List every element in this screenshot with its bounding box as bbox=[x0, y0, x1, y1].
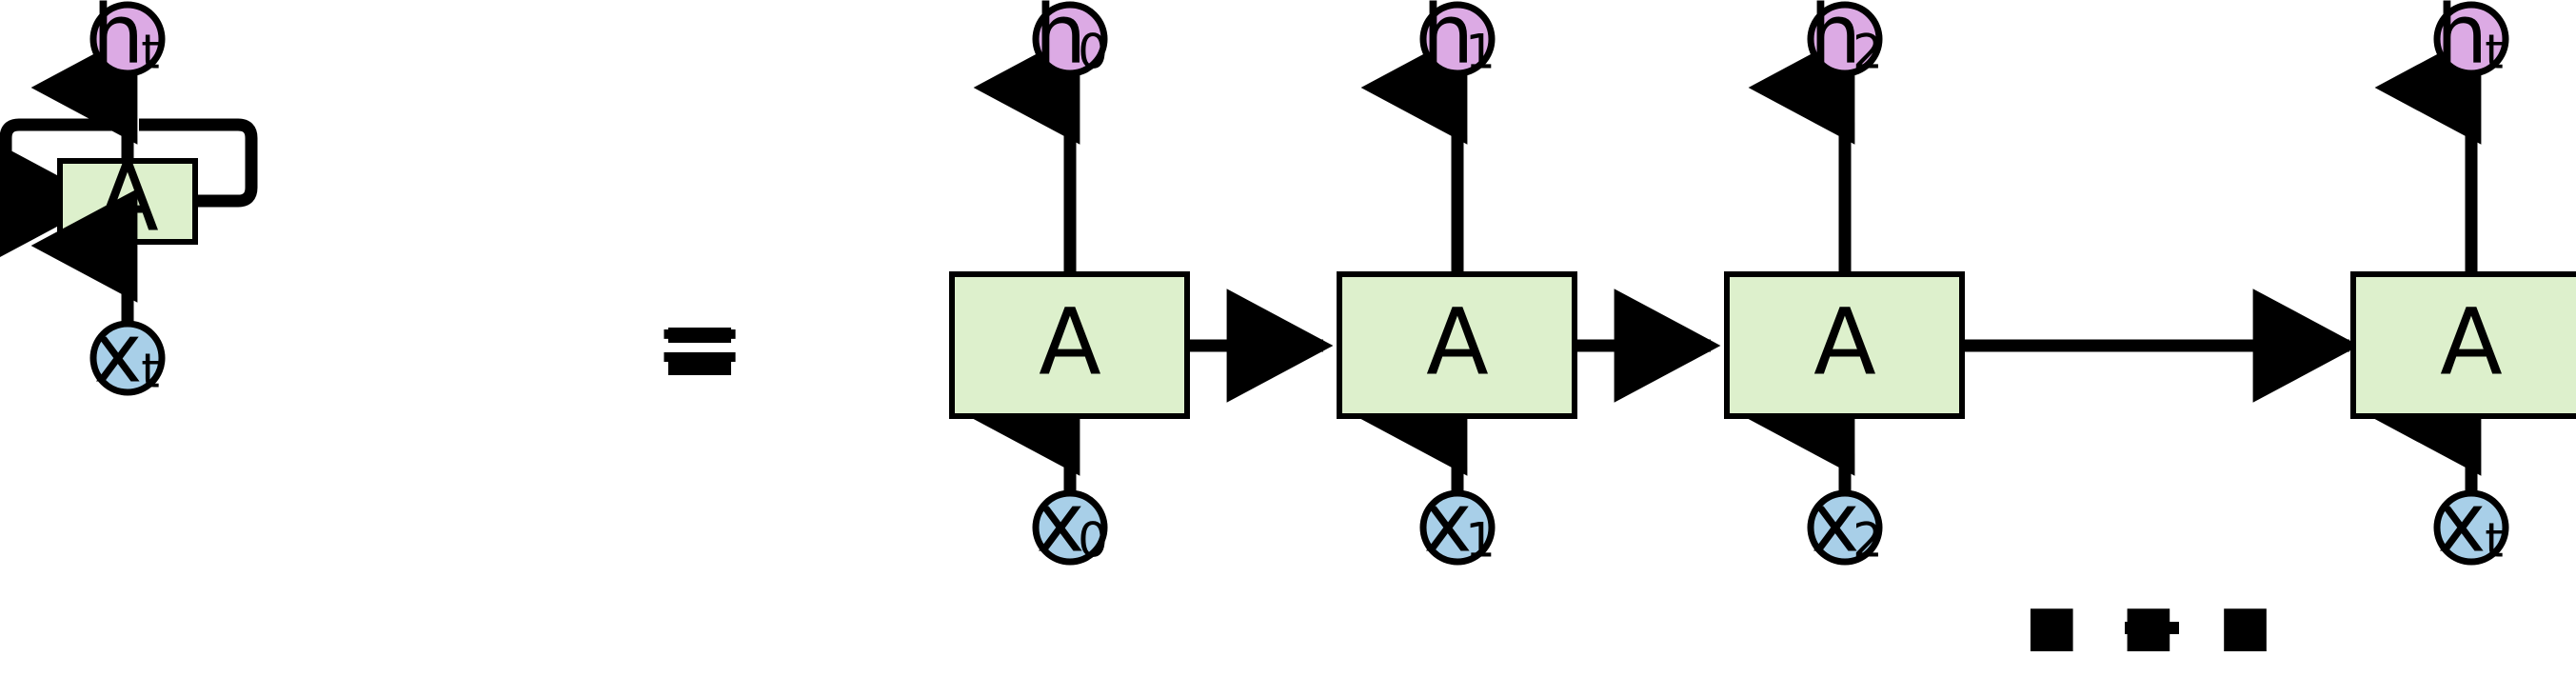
folded-input-label: x bbox=[94, 306, 143, 401]
folded-rnn-group: A h t x t bbox=[0, 0, 258, 401]
step-2-hidden-label: h bbox=[1810, 0, 1862, 82]
folded-cell-label: A bbox=[96, 145, 159, 251]
step-1-hidden-circle bbox=[1419, 1, 1496, 77]
ellipsis-dot-1 bbox=[2125, 622, 2137, 634]
folded-input-circle bbox=[89, 320, 166, 396]
unrolled-step-1: A h 1 x 1 bbox=[1337, 0, 1577, 570]
step-1-input-circle bbox=[1419, 489, 1496, 566]
step-2-cell-box bbox=[1724, 271, 1965, 419]
step-1-input-subscript: 1 bbox=[1465, 513, 1496, 568]
step-0-cell-label: A bbox=[1039, 289, 1101, 395]
equals-sign-label: = bbox=[652, 277, 748, 409]
folded-input-subscript: t bbox=[141, 344, 160, 399]
step-2-cell-label: A bbox=[1813, 289, 1876, 395]
step-2-input-subscript: 2 bbox=[1853, 513, 1883, 568]
unrolled-step-0: A h 0 x 0 bbox=[949, 0, 1190, 570]
ellipsis-label: ▪ ▪ ▪ bbox=[2023, 573, 2280, 673]
step-2-hidden-subscript: 2 bbox=[1853, 25, 1883, 80]
step-0-hidden-label: h bbox=[1035, 0, 1087, 82]
step-1-cell-label: A bbox=[1426, 289, 1489, 395]
step-t-input-circle bbox=[2433, 489, 2509, 566]
step-1-cell-box bbox=[1337, 271, 1577, 419]
step-t-input-label: x bbox=[2438, 475, 2487, 570]
step-0-cell-box bbox=[949, 271, 1190, 419]
step-0-hidden-subscript: 0 bbox=[1078, 25, 1108, 80]
step-t-hidden-subscript: t bbox=[2485, 25, 2504, 80]
unrolled-step-t: A h t x t bbox=[2350, 0, 2576, 570]
step-1-hidden-subscript: 1 bbox=[1465, 25, 1496, 80]
step-0-input-subscript: 0 bbox=[1078, 513, 1108, 568]
unrolled-rnn-group: A h 0 x 0 A h 1 x 1 A h bbox=[949, 0, 2576, 673]
step-t-cell-label: A bbox=[2440, 289, 2503, 395]
folded-hidden-circle bbox=[89, 1, 166, 77]
step-2-input-circle bbox=[1807, 489, 1883, 566]
step-t-input-subscript: t bbox=[2485, 513, 2504, 568]
folded-hidden-subscript: t bbox=[141, 25, 160, 80]
step-2-input-label: x bbox=[1812, 475, 1860, 570]
folded-hidden-label: h bbox=[92, 0, 145, 82]
unrolled-step-2: A h 2 x 2 bbox=[1724, 0, 1965, 570]
equals-bar-bottom bbox=[668, 360, 731, 375]
step-2-hidden-circle bbox=[1807, 1, 1883, 77]
sequence-ellipsis: ▪ ▪ ▪ bbox=[2023, 573, 2280, 673]
step-0-input-label: x bbox=[1037, 475, 1085, 570]
step-1-hidden-label: h bbox=[1422, 0, 1475, 82]
step-t-hidden-label: h bbox=[2436, 0, 2488, 82]
step-1-input-label: x bbox=[1424, 475, 1473, 570]
step-0-input-circle bbox=[1032, 489, 1108, 566]
equals-sign-group: = bbox=[652, 277, 748, 409]
ellipsis-dot-3 bbox=[2167, 622, 2179, 634]
step-t-cell-box bbox=[2350, 271, 2576, 419]
equals-bar-top bbox=[668, 328, 731, 343]
step-t-hidden-circle bbox=[2433, 1, 2509, 77]
ellipsis-dot-2 bbox=[2146, 622, 2158, 634]
step-0-hidden-circle bbox=[1032, 1, 1108, 77]
